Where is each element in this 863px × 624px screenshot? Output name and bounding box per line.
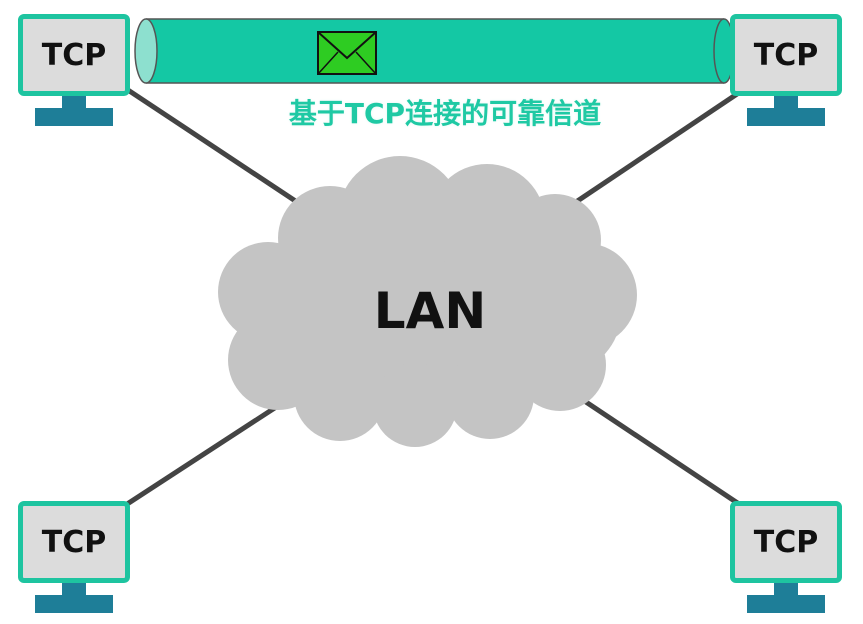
link-bottom-left xyxy=(116,395,292,513)
computer-monitor-icon: TCP xyxy=(18,14,130,96)
link-bottom-right xyxy=(572,391,744,509)
link-top-right xyxy=(568,89,742,209)
host-label: TCP xyxy=(753,37,819,73)
monitor-stand xyxy=(774,583,798,595)
tcp-channel-pipe xyxy=(134,18,735,84)
lan-label: LAN xyxy=(373,282,487,340)
lan-cloud xyxy=(218,156,637,447)
host-computer-bottom-right: TCP xyxy=(730,501,842,619)
host-label: TCP xyxy=(41,524,107,560)
host-label: TCP xyxy=(41,37,107,73)
computer-monitor-icon: TCP xyxy=(730,501,842,583)
host-computer-bottom-left: TCP xyxy=(18,501,130,619)
host-computer-top-left: TCP xyxy=(18,14,130,132)
monitor-base xyxy=(747,108,825,126)
envelope-icon xyxy=(317,31,377,75)
host-label: TCP xyxy=(753,524,819,560)
monitor-base xyxy=(747,595,825,613)
monitor-base xyxy=(35,595,113,613)
link-top-left xyxy=(120,83,320,219)
channel-caption: 基于TCP连接的可靠信道 xyxy=(288,97,602,130)
monitor-stand xyxy=(774,96,798,108)
computer-monitor-icon: TCP xyxy=(18,501,130,583)
host-computer-top-right: TCP xyxy=(730,14,842,132)
computer-monitor-icon: TCP xyxy=(730,14,842,96)
monitor-stand xyxy=(62,96,86,108)
monitor-base xyxy=(35,108,113,126)
monitor-stand xyxy=(62,583,86,595)
